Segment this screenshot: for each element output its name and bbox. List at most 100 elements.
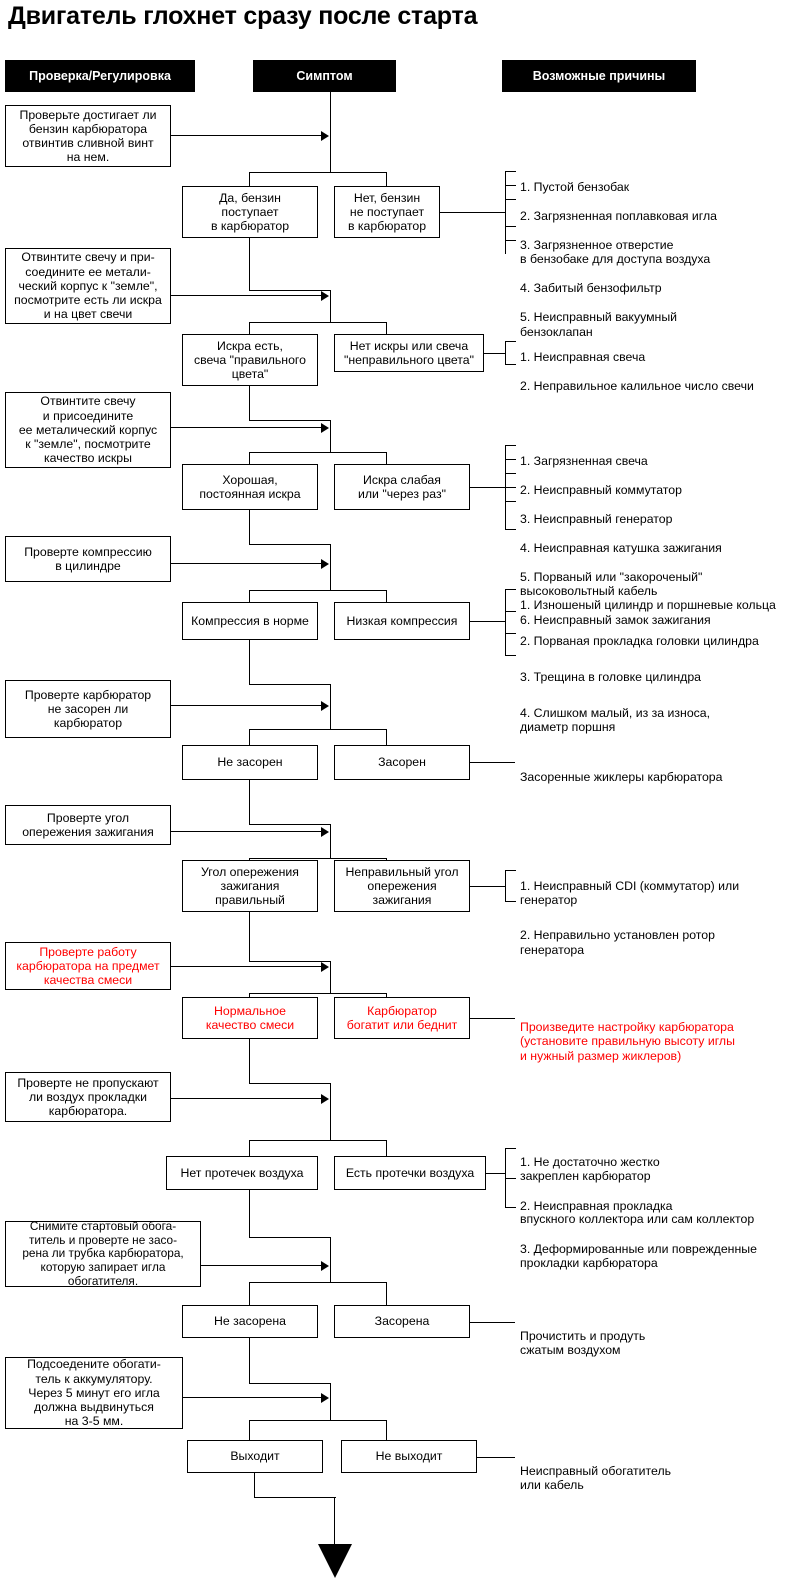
branch-bar-spark-quality	[249, 452, 387, 453]
spine-final-drop	[334, 1497, 335, 1544]
cause-item: 1. Неисправный CDI (коммутатор) или гене…	[520, 878, 740, 908]
branch-right	[386, 322, 387, 335]
check-box-starter-tube: Снимите стартовый обога- титель и провер…	[5, 1219, 201, 1287]
spine-seg	[249, 1190, 250, 1238]
branch-left	[249, 1282, 250, 1305]
cause-item: Прочистить и продуть сжатым воздухом	[520, 1328, 646, 1358]
spine-seg	[330, 1237, 331, 1283]
spine-seg	[330, 824, 331, 858]
cause-tick	[505, 487, 516, 488]
causes-list-mixture: Произведите настройку карбюратора (устан…	[520, 1005, 800, 1078]
symptom-bad-carb-clog: Засорен	[334, 745, 470, 780]
symptom-ok-spark-presence: Искра есть, свеча "правильного цвета"	[182, 334, 318, 386]
arrowhead-compression	[321, 559, 329, 569]
symptom-ok-starter-needle: Выходит	[187, 1440, 323, 1473]
cause-tick	[505, 445, 516, 446]
cause-tick	[505, 199, 516, 200]
branch-bar-compression	[249, 590, 387, 591]
causes-list-spark-presence: 1. Неисправная свеча 2. Неправильное кал…	[520, 335, 800, 408]
cause-tick	[505, 1207, 516, 1208]
causes-list-carb-clog: Засоренные жиклеры карбюратора	[520, 755, 800, 799]
check-box-air-leak: Проверте не пропускают ли воздух проклад…	[5, 1072, 171, 1122]
branch-left	[249, 1420, 250, 1441]
spine-jog	[249, 1237, 331, 1238]
symptom-ok-timing: Угол опережения зажигания правильный	[182, 860, 318, 912]
cause-item: 2. Неправильно установлен ротор генерато…	[520, 928, 715, 957]
cause-tick	[505, 459, 516, 460]
branch-left	[249, 1140, 250, 1157]
cause-bracket-timing	[505, 870, 506, 902]
arrowhead-spark-presence	[321, 291, 329, 301]
cause-item: Неисправный обогатитель или кабель	[520, 1463, 672, 1493]
spine-jog	[249, 544, 331, 545]
branch-right	[386, 1140, 387, 1157]
cause-item: 1. Не достаточно жестко закреплен карбюр…	[520, 1154, 660, 1183]
branch-bar-starter-tube	[249, 1282, 387, 1283]
causes-list-timing: 1. Неисправный CDI (коммутатор) или гене…	[520, 864, 800, 972]
cause-link-air-leak	[486, 1173, 505, 1174]
symptom-ok-fuel: Да, бензин поступает в карбюратор	[182, 186, 318, 238]
cause-item: 2. Загрязненная поплавковая игла	[520, 208, 718, 223]
branch-right	[386, 452, 387, 465]
branch-right	[386, 590, 387, 603]
cause-link-starter-needle	[477, 1457, 515, 1458]
cause-tick	[505, 633, 516, 634]
symptom-ok-mixture: Нормальное качество смеси	[182, 997, 318, 1039]
arrowhead-air-leak	[321, 1094, 329, 1104]
branch-left	[249, 452, 250, 465]
cause-tick	[505, 364, 516, 365]
cause-tick	[505, 171, 516, 172]
cause-item: 2. Неисправная прокладка впускного колле…	[520, 1198, 755, 1227]
arrowhead-mixture	[321, 962, 329, 972]
branch-bar-air-leak	[249, 1140, 387, 1141]
causes-list-starter-needle: Неисправный обогатитель или кабель	[520, 1449, 800, 1507]
spine-top	[330, 92, 331, 172]
spine-seg	[249, 510, 250, 545]
branch-right	[386, 1282, 387, 1305]
cause-item: 3. Деформированные или поврежденные прок…	[520, 1242, 757, 1271]
cause-item: 4. Слишком малый, из за износа, диаметр …	[520, 705, 711, 735]
connector-fuel	[170, 135, 322, 136]
cause-tick	[505, 870, 516, 871]
page-title: Двигатель глохнет сразу после старта	[8, 2, 478, 30]
symptom-bad-starter-needle: Не выходит	[341, 1440, 477, 1473]
spine-seg	[330, 544, 331, 590]
causes-list-spark-quality: 1. Загрязненная свеча 2. Неисправный ком…	[520, 439, 800, 642]
causes-list-compression: 1. Изношеный цилиндр и поршневые кольца …	[520, 583, 800, 749]
symptom-bad-mixture: Карбюратор богатит или беднит	[334, 997, 470, 1039]
cause-tick	[505, 185, 516, 186]
column-header-check: Проверка/Регулировка	[5, 60, 195, 92]
check-box-mixture: Проверте работу карбюратора на предмет к…	[5, 942, 171, 990]
cause-tick	[505, 226, 516, 227]
cause-item: Произведите настройку карбюратора (устан…	[520, 1019, 735, 1063]
symptom-ok-compression: Компрессия в норме	[182, 602, 318, 640]
cause-tick	[505, 529, 516, 530]
symptom-ok-spark-quality: Хорошая, постоянная искра	[182, 464, 318, 510]
check-box-starter-needle: Подсоедените обогати- тель к аккумулятор…	[5, 1357, 183, 1429]
spine-seg	[249, 238, 250, 290]
cause-bracket-compression	[505, 589, 506, 656]
check-box-spark-presence: Отвинтите свечу и при- соедините ее мета…	[5, 248, 171, 324]
cause-item: 1. Неисправная свеча	[520, 349, 646, 364]
check-box-spark-quality: Отвинтите свечу и присоедините ее метали…	[5, 392, 171, 468]
cause-item: 4. Забитый бензофильтр	[520, 281, 662, 295]
cause-tick	[505, 240, 516, 241]
check-box-carb-clog: Проверте карбюратор не засорен ли карбюр…	[5, 680, 171, 738]
spine-seg	[330, 1383, 331, 1421]
spine-seg	[249, 386, 250, 421]
spine-final-jog	[254, 1497, 336, 1498]
symptom-bad-compression: Низкая компрессия	[334, 602, 470, 640]
connector-timing	[170, 831, 322, 832]
cause-item: Засоренные жиклеры карбюратора	[520, 769, 723, 784]
connector-mixture	[170, 966, 322, 967]
branch-left-fuel	[249, 172, 250, 187]
cause-link-spark-presence	[484, 353, 505, 354]
spine-jog	[249, 961, 331, 962]
spine-seg	[330, 420, 331, 452]
cause-tick	[505, 901, 516, 902]
branch-right	[386, 1420, 387, 1441]
cause-item: 1. Загрязненная свеча	[520, 453, 648, 468]
cause-item: 2. Неисправный коммутатор	[520, 482, 682, 497]
branch-left	[249, 322, 250, 335]
